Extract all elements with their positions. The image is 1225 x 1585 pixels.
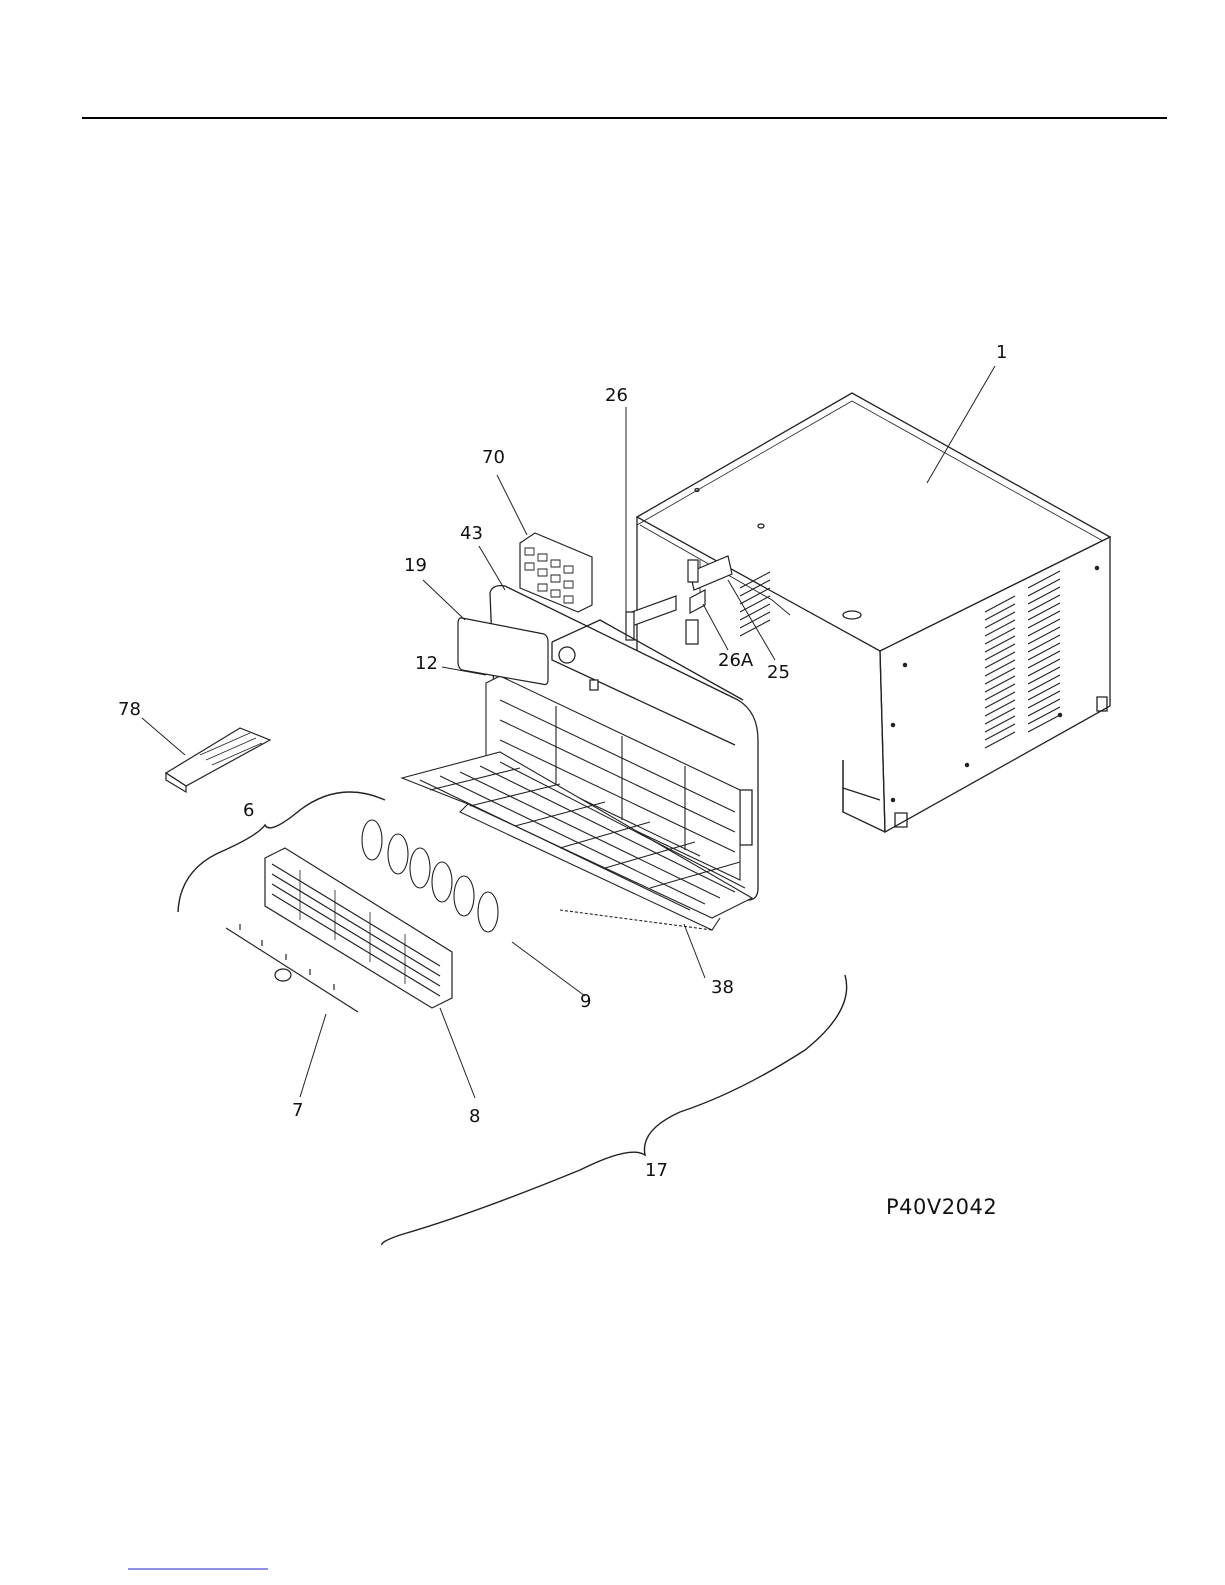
callout-1: 1 (996, 344, 1007, 362)
model-code: P40V2042 (886, 1195, 997, 1219)
callout-25: 25 (767, 664, 790, 682)
callout-43: 43 (460, 525, 483, 543)
callout-12: 12 (415, 655, 438, 673)
callout-17: 17 (645, 1162, 668, 1180)
callout-26a: 26A (718, 652, 753, 670)
callout-9: 9 (580, 993, 591, 1011)
callout-26: 26 (605, 387, 628, 405)
callout-19: 19 (404, 557, 427, 575)
remote-part (166, 728, 270, 792)
callout-8: 8 (469, 1108, 480, 1126)
callout-7: 7 (292, 1102, 303, 1120)
callout-6: 6 (243, 802, 254, 820)
callout-38: 38 (711, 979, 734, 997)
callout-70: 70 (482, 449, 505, 467)
brace-17 (382, 975, 847, 1245)
callout-78: 78 (118, 701, 141, 719)
bracket-part (626, 556, 732, 644)
